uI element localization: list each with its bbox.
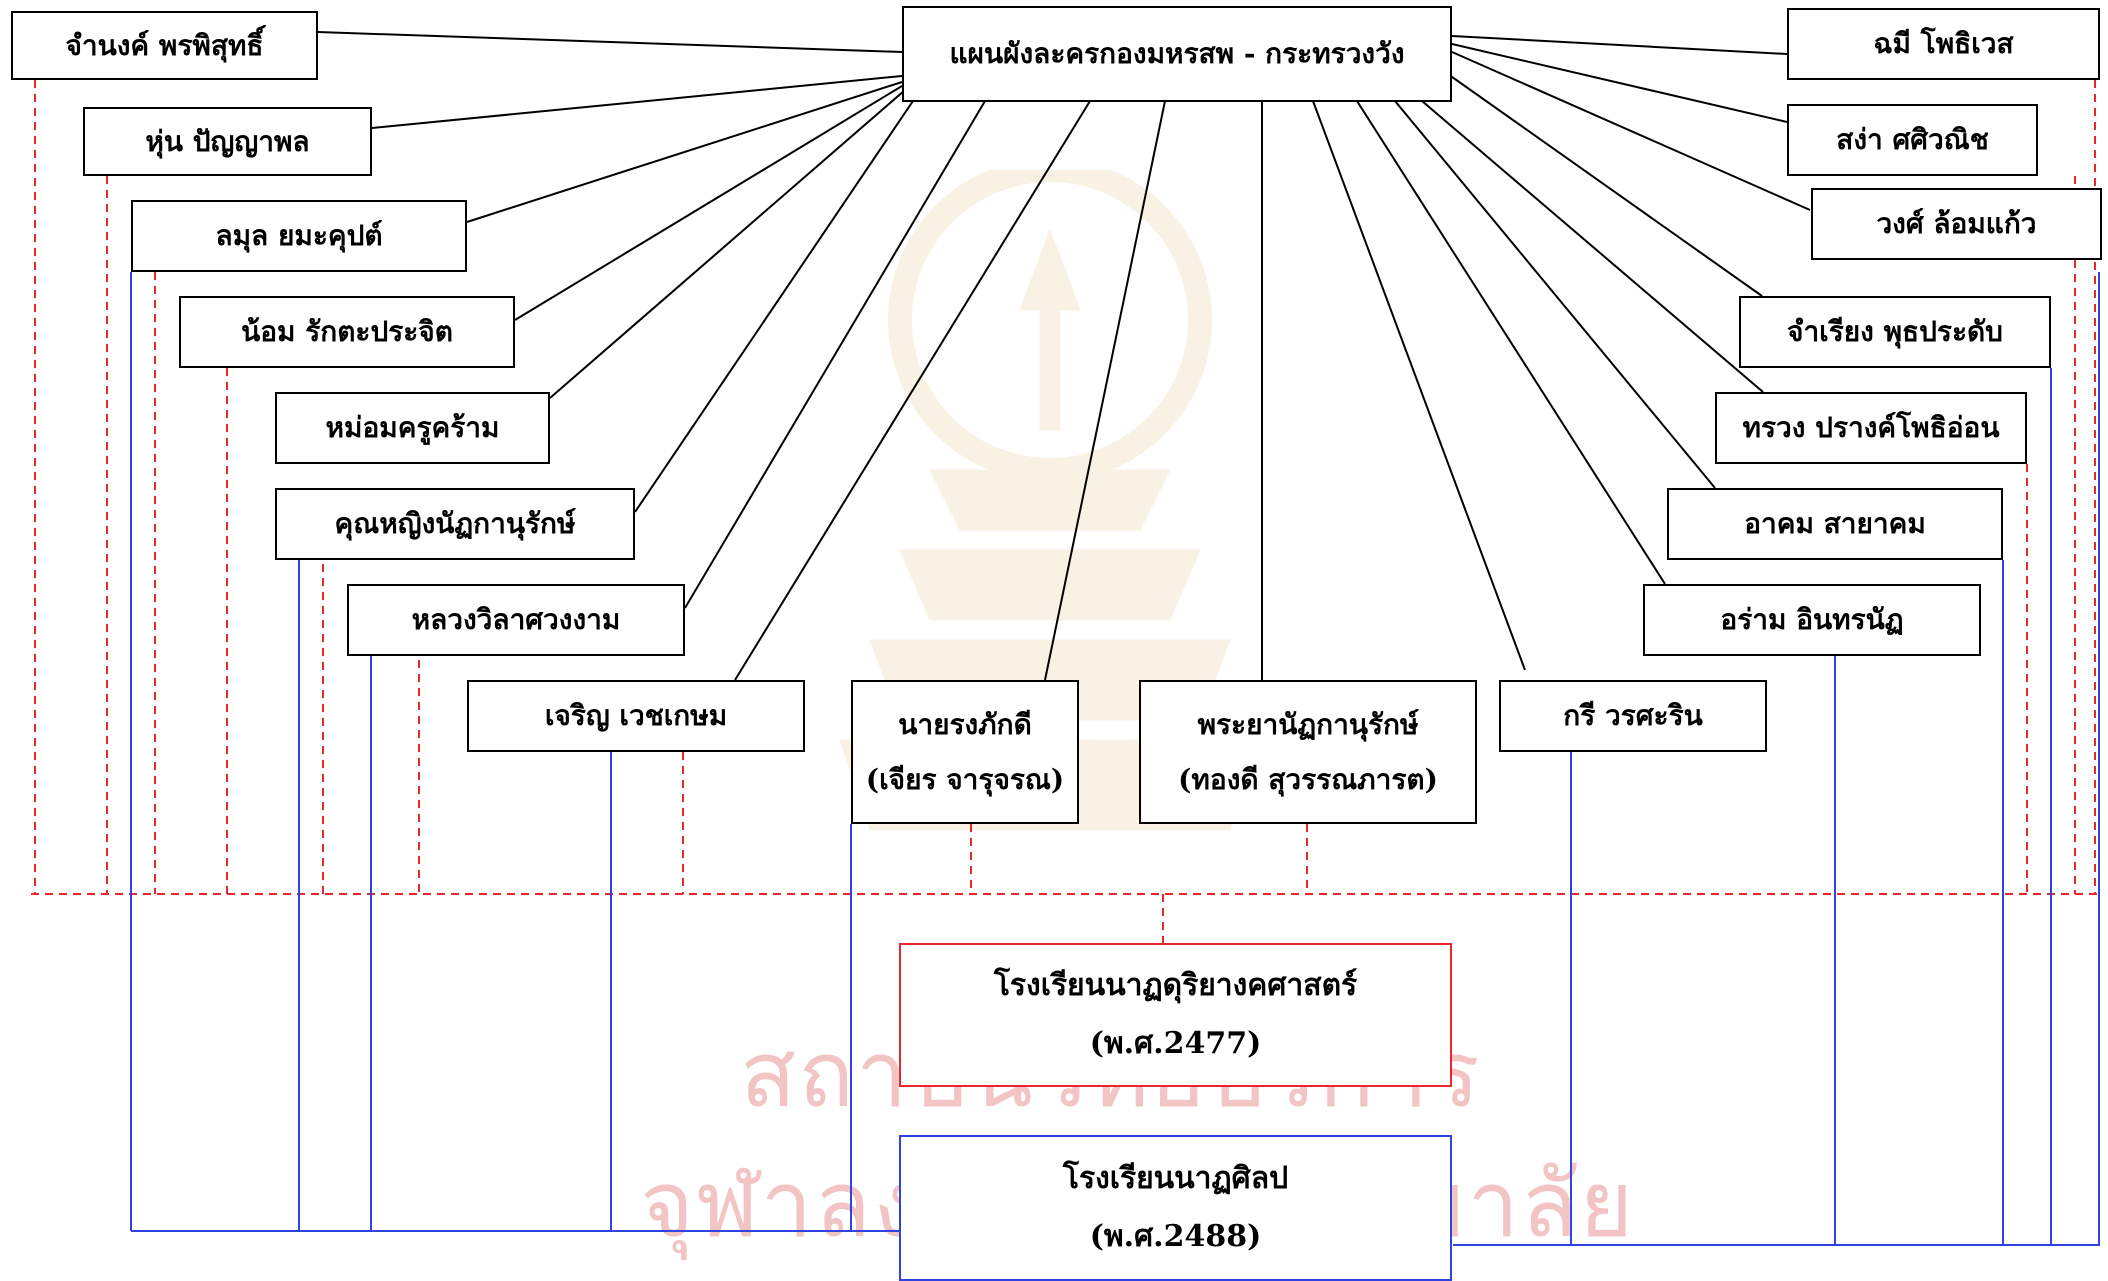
person-name: ทรวง ปรางค์โพธิอ่อน [1742, 411, 2000, 445]
person-box-p5: หม่อมครูคร้าม [275, 392, 550, 464]
person-name: น้อม รักตะประจิต [241, 315, 453, 349]
chart-title: แผนผังละครกองมหรสพ - กระทรวงวัง [949, 37, 1405, 71]
school2-connectors [130, 272, 2100, 1246]
person-name: อาคม สายาคม [1744, 507, 1926, 541]
school1-connectors [31, 80, 2100, 943]
school1-name: โรงเรียนนาฏดุริยางคศาสตร์ [993, 968, 1358, 1003]
person-name: ฉมี โพธิเวส [1873, 27, 2014, 61]
person-name: อร่าม อินทรนัฏ [1720, 603, 1904, 637]
school1-year: (พ.ศ.2477) [1089, 1026, 1262, 1061]
person-name: ลมุล ยมะคุปต์ [215, 219, 383, 253]
person-name: จำนงค์ พรพิสุทธิ์ [65, 28, 264, 62]
person-box-p12: อร่าม อินทรนัฏ [1643, 584, 1981, 656]
person-name: สง่า ศศิวณิช [1836, 123, 1989, 157]
person-box-p9: นายรงภักดี (เจียร จารุจรณ) [851, 680, 1079, 824]
person-name-sub: (เจียร จารุจรณ) [865, 763, 1065, 796]
person-name: นายรงภักดี [898, 707, 1032, 741]
person-name: กรี วรศะริน [1563, 699, 1703, 733]
school2-year: (พ.ศ.2488) [1089, 1219, 1262, 1254]
person-box-p17: สง่า ศศิวณิช [1787, 104, 2038, 176]
person-name: วงศ์ ล้อมแก้ว [1876, 207, 2037, 241]
person-box-p8: เจริญ เวชเกษม [467, 680, 805, 752]
school1-box: โรงเรียนนาฏดุริยางคศาสตร์ (พ.ศ.2477) [899, 943, 1452, 1087]
person-name: จำเรียง พุธประดับ [1787, 315, 2003, 349]
person-box-p13: อาคม สายาคม [1667, 488, 2003, 560]
person-name: หลวงวิลาศวงงาม [411, 603, 621, 637]
person-box-p7: หลวงวิลาศวงงาม [347, 584, 685, 656]
person-name: คุณหญิงนัฏกานุรักษ์ [334, 507, 576, 541]
person-box-p14: ทรวง ปรางค์โพธิอ่อน [1715, 392, 2027, 464]
person-box-p15: จำเรียง พุธประดับ [1739, 296, 2051, 368]
school2-box: โรงเรียนนาฏศิลป (พ.ศ.2488) [899, 1135, 1452, 1281]
person-box-p1: จำนงค์ พรพิสุทธิ์ [11, 11, 318, 80]
person-box-p3: ลมุล ยมะคุปต์ [131, 200, 467, 272]
person-box-p4: น้อม รักตะประจิต [179, 296, 515, 368]
person-name: หม่อมครูคร้าม [325, 411, 500, 445]
chart-title-box: แผนผังละครกองมหรสพ - กระทรวงวัง [902, 6, 1452, 102]
person-box-p16: วงศ์ ล้อมแก้ว [1811, 188, 2102, 260]
person-box-p2: หุ่น ปัญญาพล [83, 107, 372, 176]
person-box-p10: พระยานัฏกานุรักษ์ (ทองดี สุวรรณภารต) [1139, 680, 1477, 824]
person-name: หุ่น ปัญญาพล [145, 124, 310, 158]
person-name-sub: (ทองดี สุวรรณภารต) [1178, 763, 1438, 796]
school2-name: โรงเรียนนาฏศิลป [1062, 1161, 1289, 1196]
person-name: เจริญ เวชเกษม [544, 699, 728, 733]
person-box-p6: คุณหญิงนัฏกานุรักษ์ [275, 488, 635, 560]
person-box-p18: ฉมี โพธิเวส [1787, 8, 2100, 80]
title-connectors [317, 31, 1811, 681]
person-name: พระยานัฏกานุรักษ์ [1197, 707, 1419, 741]
person-box-p11: กรี วรศะริน [1499, 680, 1767, 752]
